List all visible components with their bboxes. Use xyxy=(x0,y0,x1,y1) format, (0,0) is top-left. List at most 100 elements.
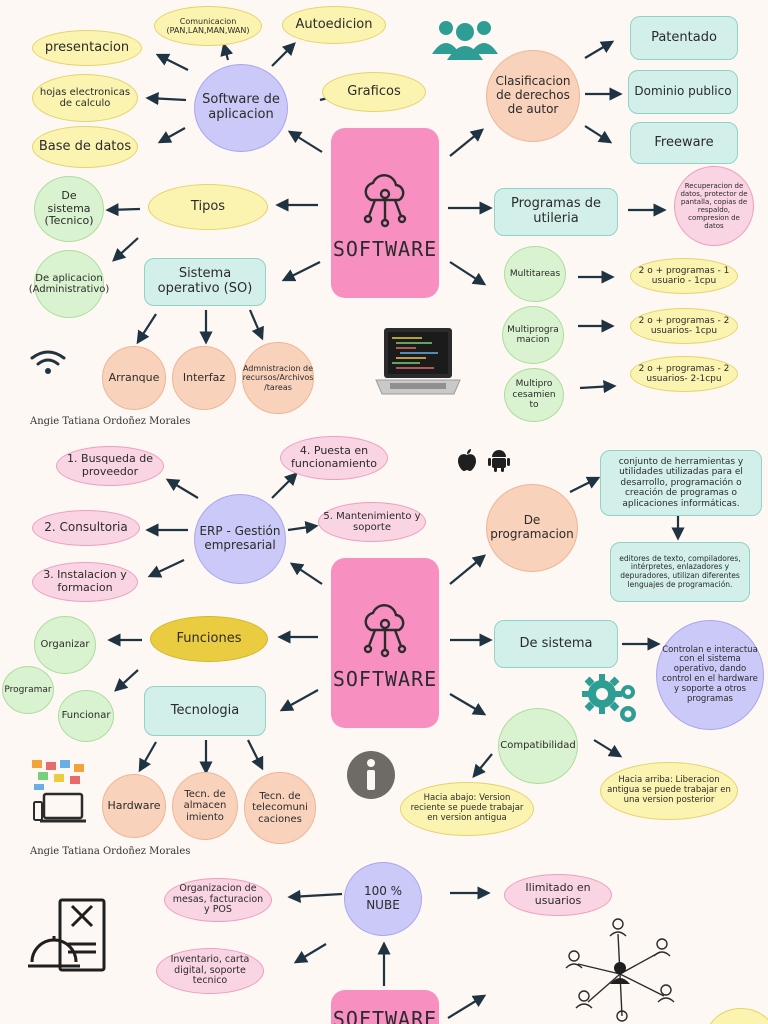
apple-icon xyxy=(458,449,476,471)
multiprogramacion-desc: 2 o + programas - 2 usuarios- 1cpu xyxy=(630,308,738,344)
de-programacion-node: De programacion xyxy=(486,484,578,572)
arrow xyxy=(287,889,343,903)
arrow xyxy=(293,943,327,964)
arrow xyxy=(449,554,487,585)
erp-node: ERP - Gestión empresarial xyxy=(194,494,286,584)
arrow xyxy=(271,42,296,67)
arrow xyxy=(449,261,487,286)
arrow xyxy=(287,130,323,153)
menu-icon xyxy=(28,898,106,972)
hub-title: SOFTWARE xyxy=(332,666,438,691)
hub-title: SOFTWARE xyxy=(332,236,438,261)
clasificacion-node: Clasificacion de derechos de autor xyxy=(486,50,580,142)
arrow xyxy=(112,237,139,262)
arrow xyxy=(584,125,613,144)
hacia-abajo-node: Hacia abajo: Version reciente se puede t… xyxy=(400,782,534,836)
arrow xyxy=(289,562,323,585)
almacenamiento-node: Tecn. de almacen imiento xyxy=(172,772,238,840)
telecom-node: Tecn. de telecomuni caciones xyxy=(244,772,316,844)
funcionar-node: Funcionar xyxy=(58,690,114,742)
arrow xyxy=(584,40,615,59)
arrow xyxy=(145,91,187,106)
tecnologia-node: Tecnologia xyxy=(144,686,266,736)
de-sistema-node: De sistema (Tecnico) xyxy=(34,176,104,242)
arrow xyxy=(579,380,617,394)
patentado-node: Patentado xyxy=(630,16,738,60)
arrow xyxy=(220,42,234,61)
arrow xyxy=(248,309,264,341)
laptop-icon xyxy=(375,328,461,395)
recuperacion-node: Recuperacion de datos, protector de pant… xyxy=(674,166,754,246)
arrow xyxy=(155,53,189,71)
arrow xyxy=(138,741,157,773)
arrow xyxy=(147,559,185,578)
multiprocesamiento-node: Multipro cesamien to xyxy=(504,368,564,422)
graficos-node: Graficos xyxy=(322,72,426,112)
organizar-node: Organizar xyxy=(34,616,96,674)
multitareas-node: Multitareas xyxy=(504,246,566,302)
arrow xyxy=(593,739,623,758)
tipos-node: Tipos xyxy=(148,184,268,230)
arrow xyxy=(287,520,319,535)
multiprogramacion-node: Multiprogra macion xyxy=(502,306,564,364)
hacia-arriba-node: Hacia arriba: Liberacion antigua se pued… xyxy=(600,762,738,820)
author-label-2: Angie Tatiana Ordoñez Morales xyxy=(30,846,191,857)
arrow xyxy=(136,313,157,345)
ilimitado-node: Ilimitado en usuarios xyxy=(504,874,612,916)
instalacion-node: 3. Instalacion y formacion xyxy=(32,562,138,602)
software-aplicacion-node: Software de aplicacion xyxy=(194,64,288,152)
programacion-desc-2: editores de texto, compiladores, intérpr… xyxy=(610,542,750,602)
compatibilidad-node: Compatibilidad xyxy=(498,708,578,784)
arrow xyxy=(449,693,487,716)
nube-node: 100 % NUBE xyxy=(344,862,422,936)
freeware-node: Freeware xyxy=(630,122,738,164)
people-icon xyxy=(432,21,498,60)
network-people-icon xyxy=(565,918,675,1022)
busqueda-node: 1. Busqueda de proveedor xyxy=(56,446,164,486)
hub-title: SOFTWARE xyxy=(332,1007,438,1024)
hojas-node: hojas electronicas de calculo xyxy=(32,74,138,122)
de-sistema-node-2: De sistema xyxy=(494,620,618,668)
gears-icon xyxy=(582,674,636,722)
funciones-node: Funciones xyxy=(150,616,268,662)
software-hub-3: SOFTWARE xyxy=(331,990,439,1024)
arrow xyxy=(105,203,141,217)
wifi-icon xyxy=(30,350,66,374)
software-hub-1: SOFTWARE xyxy=(331,128,439,298)
inventario-node: Inventario, carta digital, soporte tecni… xyxy=(156,948,264,994)
programar-node: Programar xyxy=(2,666,54,714)
organizacion-node: Organizacion de mesas, facturacion y POS xyxy=(164,878,272,922)
cloud-network-icon xyxy=(363,603,407,657)
arrow xyxy=(449,128,485,157)
administracion-node: Admnistracion de recursos/Archivos /tare… xyxy=(242,342,314,414)
arrow xyxy=(472,753,493,779)
dominio-node: Dominio publico xyxy=(628,70,738,114)
info-icon xyxy=(347,751,395,799)
autoedicion-node: Autoedicion xyxy=(282,6,386,44)
base-datos-node: Base de datos xyxy=(32,126,138,168)
de-aplicacion-node: De aplicacion (Administrativo) xyxy=(29,250,109,318)
consultoria-node: 2. Consultoria xyxy=(32,510,140,546)
arrow xyxy=(157,127,186,144)
sistema-desc: Controlan e interactua con el sistema op… xyxy=(656,620,764,730)
author-label-1: Angie Tatiana Ordoñez Morales xyxy=(30,416,191,427)
comunicacion-node: Comunicacion (PAN,LAN,MAN,WAN) xyxy=(154,6,262,46)
hardware-node: Hardware xyxy=(102,774,166,838)
multitareas-desc: 2 o + programas - 1 usuario - 1cpu xyxy=(630,258,738,294)
arrow xyxy=(271,472,298,499)
software-hub-2: SOFTWARE xyxy=(331,558,439,728)
programacion-desc-1: conjunto de herramientas y utilidades ut… xyxy=(600,450,762,516)
utileria-node: Programas de utileria xyxy=(494,188,618,236)
arranque-node: Arranque xyxy=(102,346,166,410)
arrow xyxy=(279,689,319,712)
presentacion-node: presentacion xyxy=(32,30,142,66)
devices-icon xyxy=(32,760,86,823)
puesta-node: 4. Puesta en funcionamiento xyxy=(280,436,388,480)
cloud-network-icon xyxy=(363,173,407,227)
arrow xyxy=(247,739,264,771)
android-icon xyxy=(488,450,510,472)
arrow xyxy=(281,261,321,282)
arrow xyxy=(569,476,601,493)
